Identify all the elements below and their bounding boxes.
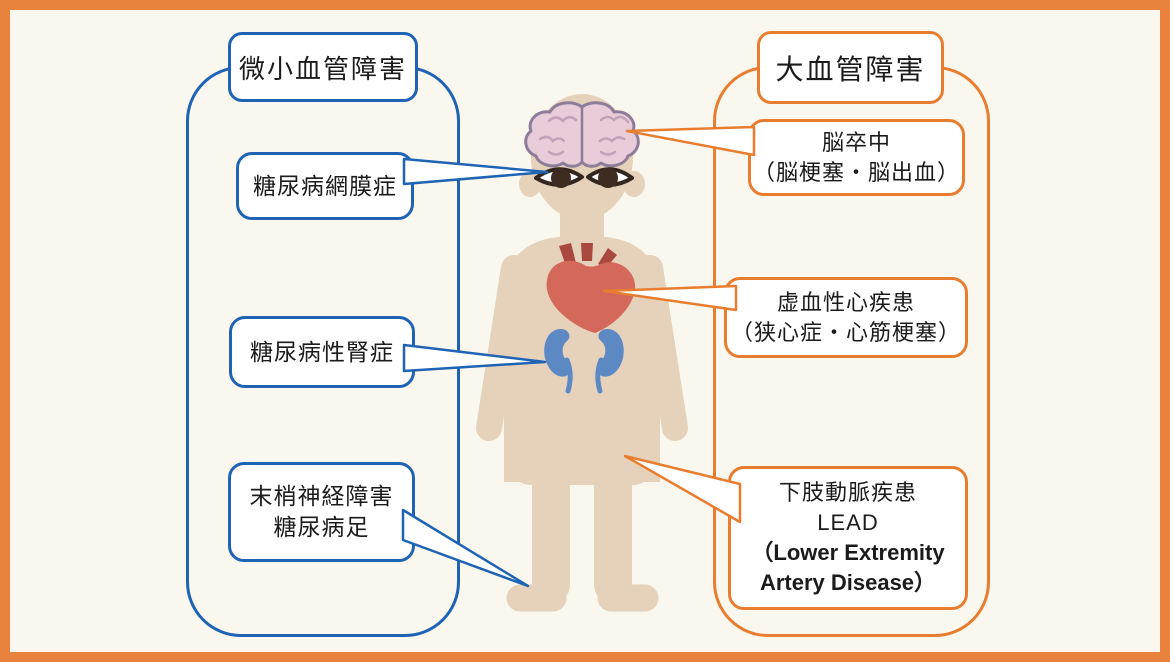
brain-icon (524, 101, 640, 168)
callout-stroke-line-1: 脳卒中 (821, 129, 891, 155)
callout-nephropathy-line: 糖尿病性腎症 (250, 338, 394, 365)
right-arm (637, 255, 688, 441)
microvascular-header-label: 微小血管障害 (238, 53, 407, 84)
callout-heart-disease-line-2: （狭心症・心筋梗塞） (730, 319, 961, 345)
callout-lead: 下肢動脈疾患 LEAD （Lower Extremity Artery Dise… (728, 466, 968, 610)
heart-icon (546, 243, 636, 333)
torso (504, 237, 660, 482)
callout-lead-line-1: 下肢動脈疾患 (778, 480, 917, 505)
eyes-icon (534, 167, 634, 188)
macrovascular-header-label: 大血管障害 (775, 53, 926, 85)
head (531, 94, 633, 220)
callout-stroke-line-2: （脳梗塞・脳出血） (752, 159, 960, 185)
callout-heart-disease-line-1: 虚血性心疾患 (776, 289, 915, 315)
callout-retinopathy-line: 糖尿病網膜症 (253, 172, 397, 199)
callout-heart-disease: 虚血性心疾患 （狭心症・心筋梗塞） (724, 277, 968, 358)
callout-nephropathy: 糖尿病性腎症 (229, 316, 415, 388)
callout-lead-line-3: （Lower Extremity (751, 540, 945, 565)
microvascular-header: 微小血管障害 (228, 32, 418, 102)
callout-neuropathy-line-2: 糖尿病足 (273, 514, 370, 540)
callout-neuropathy-foot: 末梢神経障害 糖尿病足 (228, 462, 415, 562)
right-ear (623, 171, 645, 197)
callout-retinopathy: 糖尿病網膜症 (236, 152, 414, 220)
hips (512, 400, 652, 485)
neck (560, 196, 604, 244)
callout-stroke: 脳卒中 （脳梗塞・脳出血） (748, 119, 965, 196)
callout-lead-line-4: Artery Disease） (759, 570, 937, 595)
callout-neuropathy-line-1: 末梢神経障害 (249, 483, 394, 509)
kidneys-icon (544, 329, 624, 394)
callout-lead-line-2: LEAD (817, 510, 879, 535)
left-ear (519, 171, 541, 197)
macrovascular-header: 大血管障害 (757, 31, 944, 104)
left-arm (476, 255, 527, 441)
